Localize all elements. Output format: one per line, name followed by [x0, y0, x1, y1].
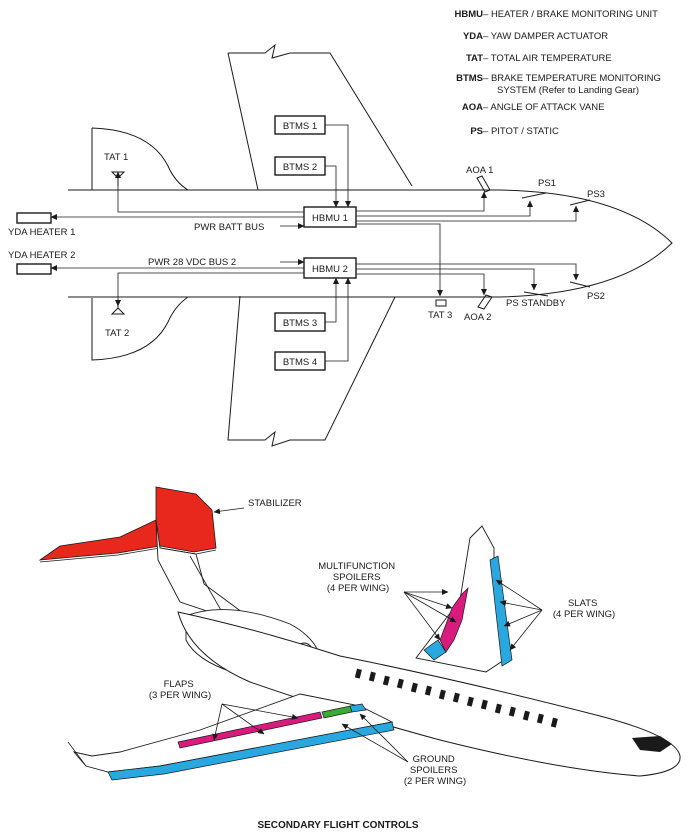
label-slats: SLATS (4 PER WING) [553, 598, 615, 620]
label-ps-standby: PS STANDBY [506, 298, 566, 309]
legend-text-hbmu: HEATER / BRAKE MONITORING UNIT [491, 9, 658, 20]
btms4-label: BTMS 4 [283, 357, 317, 368]
label-ground-spoilers: GROUND SPOILERS (2 PER WING) [404, 754, 466, 787]
svg-text:– ANGLE OF ATTACK VANE: – ANGLE OF ATTACK VANE [483, 102, 604, 113]
svg-text:– PITOT / STATIC: – PITOT / STATIC [483, 126, 559, 137]
aircraft-illustration: STABILIZER MULTIFUNCTION SPOILERS (4 PER… [40, 487, 680, 831]
leader-mf-spoilers-4 [404, 592, 440, 640]
svg-text:– TOTAL AIR TEMPERATURE: – TOTAL AIR TEMPERATURE [483, 53, 612, 64]
legend-text-btms: BRAKE TEMPERATURE MONITORING [491, 73, 661, 84]
legend-line-hbmu: HBMU [455, 9, 484, 20]
legend-abbr-btms: BTMS [456, 73, 483, 84]
wire-hbmu1-tat1 [118, 172, 304, 212]
ps2-probe [570, 282, 590, 287]
legend-abbr-ps: PS [470, 126, 483, 137]
leader-slats-4 [510, 610, 542, 650]
ps1-probe [522, 193, 546, 198]
legend-text-btms-2: SYSTEM (Refer to Landing Gear) [497, 85, 639, 96]
label-aoa1: AOA 1 [466, 165, 493, 176]
legend: HBMU – HEATER / BRAKE MONITORING UNIT YD… [455, 9, 661, 137]
yda-heater1-box [17, 213, 51, 223]
wire-hbmu2-ps2 [356, 264, 576, 280]
wire-hbmu1-aoa1 [356, 192, 484, 211]
wire-btms2-hbmu1 [325, 166, 336, 207]
label-aoa2: AOA 2 [464, 312, 491, 323]
svg-text:– HEATER / BRAKE MONITORING UN: – HEATER / BRAKE MONITORING UNIT [483, 9, 658, 20]
wire-hbmu2-aoa2 [356, 274, 484, 295]
label-pwr-batt-bus: PWR BATT BUS [194, 222, 264, 233]
wire-hbmu1-ps3 [356, 206, 576, 221]
ps3-probe [570, 200, 590, 205]
legend-text-aoa: ANGLE OF ATTACK VANE [490, 102, 604, 113]
label-stabilizer: STABILIZER [248, 498, 302, 509]
legend-sep: – [483, 9, 491, 20]
legend-text-tat: TOTAL AIR TEMPERATURE [491, 53, 612, 64]
svg-text:– YAW DAMPER ACTUATOR: – YAW DAMPER ACTUATOR [483, 31, 608, 42]
label-tat3: TAT 3 [428, 310, 452, 321]
wire-hbmu2-tat2 [118, 273, 304, 306]
leader-slats-3 [504, 610, 542, 626]
figure-title: SECONDARY FLIGHT CONTROLS [257, 820, 418, 831]
btms3-label: BTMS 3 [283, 318, 317, 329]
label-pwr-28vdc-bus2: PWR 28 VDC BUS 2 [148, 257, 236, 268]
tat3-sensor [436, 300, 446, 306]
svg-text:– BRAKE TEMPERATURE MONITORING: – BRAKE TEMPERATURE MONITORING [483, 73, 661, 84]
label-mf-spoilers: MULTIFUNCTION SPOILERS (4 PER WING) [318, 561, 398, 594]
label-tat2: TAT 2 [105, 328, 129, 339]
label-yda-heater1: YDA HEATER 1 [8, 227, 75, 238]
label-flaps: FLAPS (3 PER WING) [149, 679, 211, 701]
legend-text-ps: PITOT / STATIC [491, 126, 559, 137]
hbmu1-label: HBMU 1 [312, 213, 348, 224]
wire-hbmu1-ps1 [356, 201, 530, 216]
wire-btms4-hbmu2 [325, 278, 348, 361]
label-ps3: PS3 [587, 189, 605, 200]
yda-heater2-box [17, 264, 51, 274]
hbmu2-label: HBMU 2 [312, 264, 348, 275]
btms2-label: BTMS 2 [283, 162, 317, 173]
wire-hbmu2-ps-standby [356, 269, 534, 290]
leader-stabilizer [214, 508, 244, 512]
wire-pwr-batt-bus [356, 224, 440, 296]
legend-abbr-tat: TAT [466, 53, 483, 64]
legend-abbr-yda: YDA [463, 31, 483, 42]
wire-btms3-hbmu2 [325, 278, 336, 322]
btms1-label: BTMS 1 [283, 121, 317, 132]
fuselage-outline [68, 190, 672, 297]
legend-text-yda: YAW DAMPER ACTUATOR [491, 31, 608, 42]
label-yda-heater2: YDA HEATER 2 [8, 250, 75, 261]
label-ps2: PS2 [587, 291, 605, 302]
legend-abbr-aoa: AOA [462, 102, 483, 113]
stabilizer-surface [40, 487, 216, 560]
label-ps1: PS1 [538, 178, 556, 189]
label-tat1: TAT 1 [104, 152, 128, 163]
